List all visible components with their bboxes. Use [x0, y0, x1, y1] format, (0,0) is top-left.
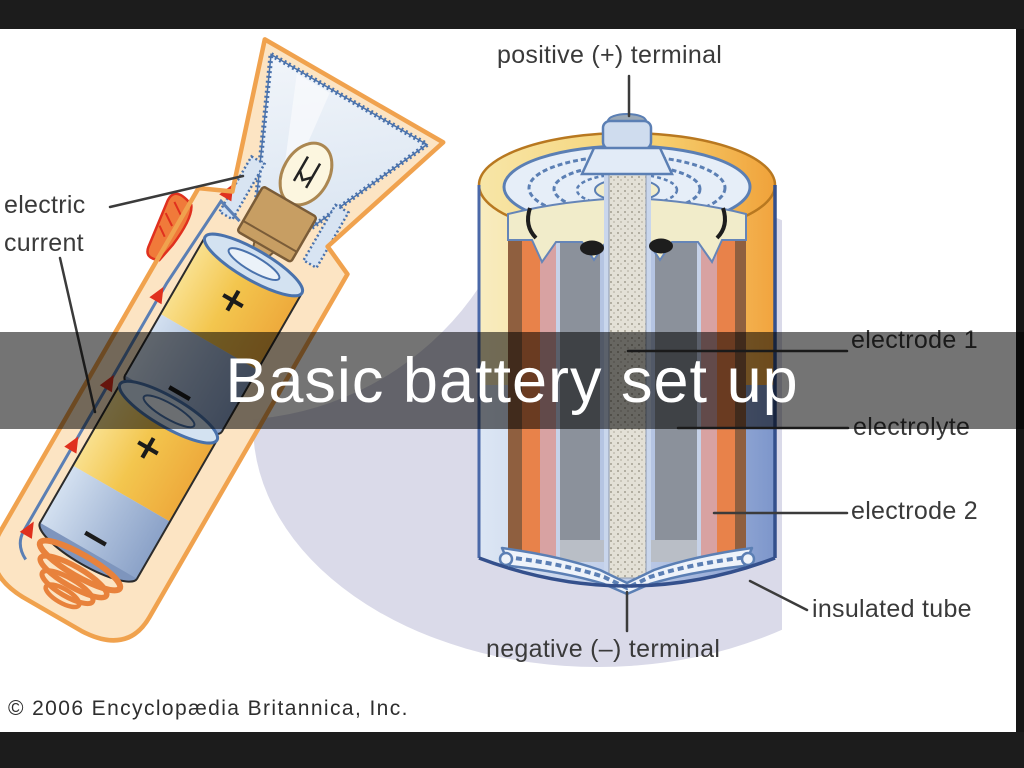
letterbox-bottom	[0, 732, 1024, 768]
spring-coil	[36, 537, 124, 610]
leader-electric-current-1	[108, 174, 245, 209]
label-negative-terminal: negative (–) terminal	[486, 635, 721, 663]
leader-insulated-tube	[748, 579, 809, 612]
light-bulb	[237, 141, 334, 267]
switch	[146, 192, 193, 262]
slide-title: Basic battery set up	[225, 345, 799, 416]
title-band: Basic battery set up	[0, 332, 1024, 429]
copyright-credit: © 2006 Encyclopædia Britannica, Inc.	[8, 697, 409, 720]
letterbox-top	[0, 0, 1024, 29]
contact-blobs	[526, 207, 727, 256]
label-electric-current-line1: electric	[4, 191, 86, 219]
positive-terminal-cap	[580, 113, 674, 176]
current-wire	[18, 198, 241, 561]
label-insulated-tube: insulated tube	[812, 595, 972, 623]
label-positive-terminal: positive (+) terminal	[497, 41, 723, 69]
label-electrode-2: electrode 2	[851, 497, 978, 525]
label-electric-current-line2: current	[4, 229, 84, 257]
